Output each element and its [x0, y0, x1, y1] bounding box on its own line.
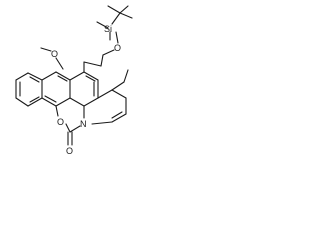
methoxy-group	[40, 47, 64, 70]
bond-benzo-d2	[29, 96, 40, 103]
bond-benzo-d3	[29, 76, 40, 83]
bond-ome-me	[40, 47, 52, 52]
bond-ring-o2	[65, 123, 71, 133]
bond-dhp-4d	[111, 111, 123, 119]
bond-si-o	[115, 31, 119, 44]
atom-o-ring: O	[57, 117, 64, 127]
bond-tbu-me2	[119, 5, 129, 14]
bond-tbu-me1	[107, 5, 121, 14]
bond-central-d2	[44, 95, 57, 103]
bond-ur-5	[69, 97, 85, 107]
bond-tbu-si	[111, 12, 121, 25]
bond-ur-d1	[85, 75, 96, 82]
central-ring	[41, 71, 71, 107]
atom-o-carbonyl: O	[66, 146, 73, 156]
bond-ch2-ring	[100, 54, 104, 67]
bond-tbu-me3	[119, 12, 133, 19]
bond-central-5	[41, 97, 57, 107]
bond-ur-top2	[83, 61, 102, 67]
bond-o-ch2	[102, 49, 115, 56]
atom-o-silyl: O	[114, 43, 121, 53]
bond-benzo-4	[27, 97, 43, 107]
ethyl-group	[111, 69, 129, 91]
bond-dhp-4	[111, 113, 127, 123]
atom-si: Si	[104, 24, 112, 34]
bond-carbonyl-n	[69, 125, 81, 133]
bond-ethyl-1	[111, 81, 125, 91]
bond-ur-1	[69, 71, 85, 81]
bond-benzo-3	[15, 97, 29, 107]
bond-dhp-2	[111, 89, 127, 99]
tbdms-group	[96, 5, 133, 67]
bond-central-1	[41, 71, 57, 81]
dihydropyridine-ring	[91, 89, 127, 125]
bond-ome-ring	[55, 57, 64, 70]
carbamate-ring	[55, 105, 85, 146]
bond-central-d1	[57, 75, 68, 82]
bond-ur-2	[83, 71, 99, 81]
bond-central-4	[55, 97, 71, 107]
bond-dhp-1	[97, 89, 113, 99]
upper-right-ring	[69, 61, 102, 107]
bond-central-2	[55, 71, 71, 81]
bond-dhp-5	[91, 121, 113, 125]
atom-n: N	[80, 119, 87, 129]
chemical-structure: Si O O O O N	[15, 5, 133, 156]
bond-benzo-1	[15, 72, 29, 81]
bond-si-me1	[96, 21, 109, 29]
bond-ur-4	[83, 97, 99, 107]
bond-ethyl-2	[123, 69, 129, 83]
benzo-ring	[15, 72, 43, 107]
atom-o-methoxy: O	[51, 49, 58, 59]
bond-ring-o1	[55, 105, 59, 117]
bond-benzo-6	[27, 72, 43, 81]
